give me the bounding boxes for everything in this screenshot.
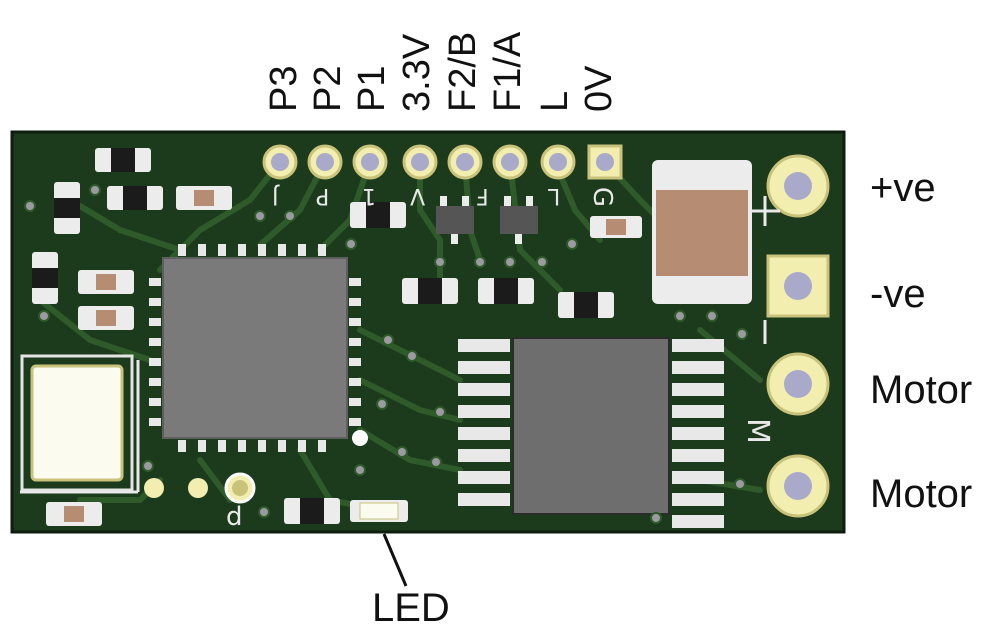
white-via	[352, 430, 368, 446]
header-pads	[262, 144, 623, 180]
label-negative: -ve	[870, 272, 926, 316]
led-callout-line	[382, 533, 408, 587]
pin-label-f1a: F1/A	[487, 31, 529, 112]
pin-label-p1: P1	[351, 65, 393, 112]
pin-label-l: L	[534, 90, 576, 112]
silk-p: p	[226, 504, 243, 534]
pin-label-p2: P2	[307, 65, 349, 112]
label-positive: +ve	[870, 166, 936, 210]
test-pads	[144, 472, 256, 504]
label-motor-2: Motor	[870, 472, 973, 516]
silk-p3: J	[272, 183, 279, 208]
vias	[24, 184, 748, 524]
motor-driver-chip	[458, 337, 724, 528]
silk-motor: M	[739, 418, 775, 444]
label-motor-1: Motor	[870, 368, 973, 412]
side-pads	[766, 154, 830, 518]
pin-label-p3: P3	[263, 65, 305, 112]
transistors	[436, 196, 538, 244]
led-component	[350, 500, 408, 522]
silk-v: V	[410, 183, 426, 208]
crystal	[20, 354, 134, 492]
silk-l: L	[548, 183, 561, 208]
silk-p1: 1	[362, 183, 376, 208]
silk-p2: P	[316, 183, 330, 208]
pin-label-0v: 0V	[578, 65, 620, 112]
label-led: LED	[372, 586, 450, 630]
pin-label-3v3: 3.3V	[396, 33, 438, 112]
silk-g: G	[587, 186, 618, 208]
bulk-capacitor	[652, 160, 752, 304]
mcu-chip	[149, 244, 361, 452]
silkscreen-lines	[20, 196, 780, 494]
silk-f: F	[476, 183, 489, 208]
smd-components	[32, 148, 642, 526]
pin-label-f2b: F2/B	[442, 31, 484, 112]
